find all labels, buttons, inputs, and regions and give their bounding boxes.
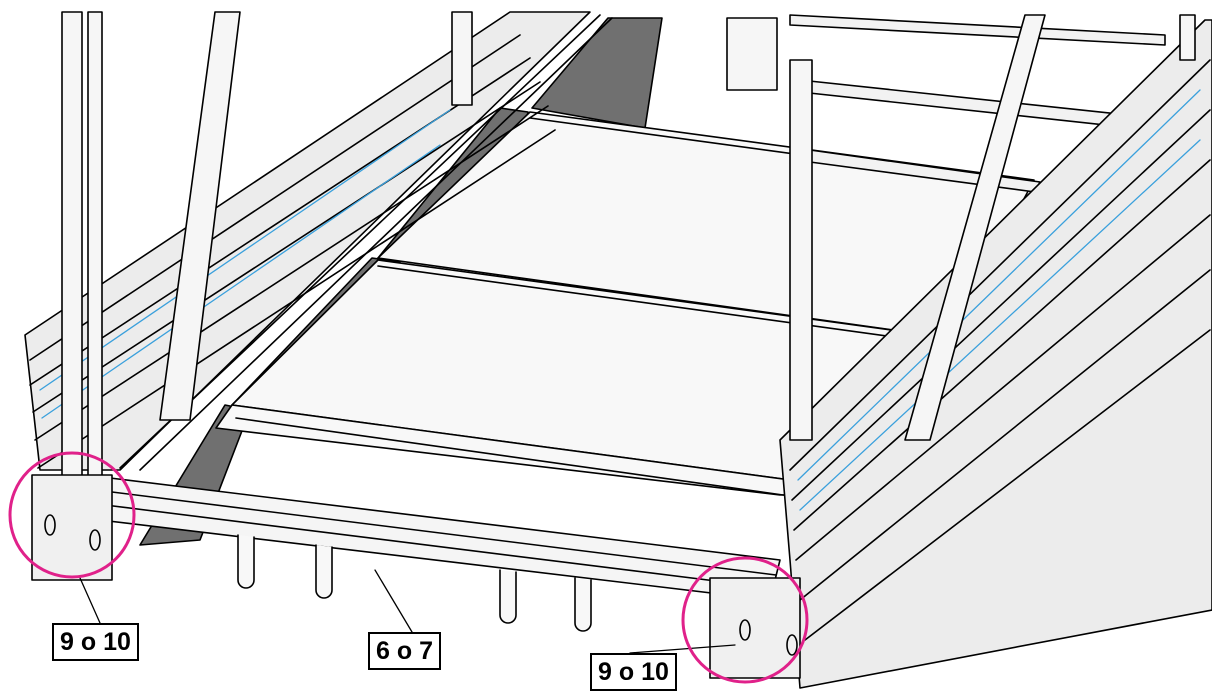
- front-tread: [99, 477, 781, 601]
- right-stringer-blue-lines: [797, 89, 1201, 511]
- hanger-tabs: [237, 534, 592, 632]
- right-joint-marker: [681, 556, 809, 684]
- callout-label-right: 9 o 10: [590, 653, 677, 691]
- right-posts: [726, 14, 1196, 441]
- right-stringer: [779, 19, 1212, 689]
- right-corner-joint: [709, 577, 801, 679]
- left-stringer-blue-lines: [39, 109, 451, 419]
- left-joint-marker: [8, 451, 136, 579]
- left-corner-joint: [31, 474, 113, 581]
- callout-label-middle: 6 o 7: [368, 632, 441, 670]
- left-posts: [61, 11, 473, 483]
- callout-label-left: 9 o 10: [52, 623, 139, 661]
- leader-lines: [79, 569, 736, 654]
